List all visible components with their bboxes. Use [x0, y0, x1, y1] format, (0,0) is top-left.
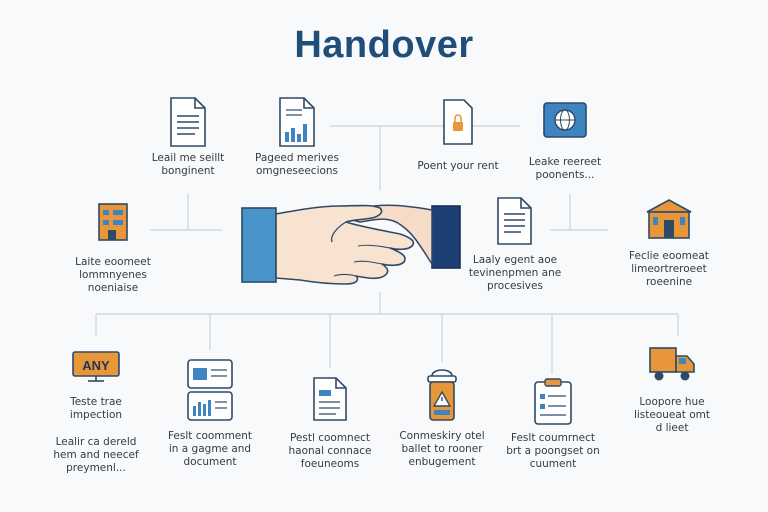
handshake-icon	[241, 204, 461, 285]
bottom-node-1-label: Lealir ca dereld hem and neecef preymenl…	[53, 436, 139, 474]
bottom-node-5: Feslt coumrnect brt a poongset on cuumen…	[488, 378, 618, 471]
globe-monitor-icon	[543, 102, 587, 138]
mobile-lock-icon	[443, 99, 473, 145]
top-node-2: Pageed merives omgneseecions	[232, 96, 362, 178]
page-title: Handover	[294, 24, 474, 66]
middle-node-3-label: Feclie eoomeat limeortreroeet roeenine	[629, 250, 709, 288]
top-node-4-label: Leake reereet poonents...	[528, 156, 602, 181]
bottom-node-1-label-top: Teste trae impection	[69, 396, 123, 421]
document-icon	[497, 197, 532, 245]
bottom-node-4-label: Conmeskiry otel ballet to rooner enbugem…	[399, 430, 485, 468]
bottom-node-6-label: Loopore hue listeoueat omt d lieet	[633, 396, 711, 434]
top-node-2-label: Pageed merives omgneseecions	[255, 152, 339, 177]
bottom-node-6: Loopore hue listeoueat omt d lieet	[607, 344, 737, 435]
bottom-node-2: Feslt coomment in a gagme and document	[145, 358, 275, 469]
bottom-node-4: Conmeskiry otel ballet to rooner enbugem…	[377, 366, 507, 469]
middle-node-1: Laite eoomeet lommnyenes noeniaise	[48, 200, 178, 295]
middle-node-2: Laaly egent aoe tevinenpmen ane procesiv…	[450, 196, 580, 293]
top-node-3-label: Poent your rent	[417, 160, 499, 172]
bank-icon	[646, 199, 692, 239]
chart-document-icon	[279, 97, 315, 147]
bottom-node-2-label: Feslt coomment in a gagme and document	[167, 430, 253, 468]
id-cards-icon	[187, 359, 233, 421]
clipboard-icon	[534, 378, 572, 425]
bottom-node-1: ANY Teste trae impection Lealir ca derel…	[31, 350, 161, 475]
bottom-node-5-label: Feslt coumrnect brt a poongset on cuumen…	[506, 432, 600, 470]
bottom-node-3: Pestl coomnect haonal connace foeuneoms	[265, 376, 395, 471]
bottom-node-3-label: Pestl coomnect haonal connace foeuneoms	[288, 432, 372, 470]
delivery-truck-icon	[649, 347, 695, 381]
warning-lantern-icon	[427, 369, 457, 421]
middle-node-1-label: Laite eoomeet lommnyenes noeniaise	[75, 256, 151, 294]
top-node-1-label: Leail me seillt bonginent	[151, 152, 225, 177]
building-icon	[98, 203, 128, 241]
document-icon	[170, 97, 206, 147]
top-node-3: Poent your rent	[393, 98, 523, 173]
middle-node-3: Feclie eoomeat limeortreroeet roeenine	[604, 196, 734, 289]
top-node-4: Leake reereet poonents...	[500, 100, 630, 182]
top-node-1: Leail me seillt bonginent	[123, 96, 253, 178]
any-monitor-icon: ANY	[72, 351, 120, 382]
any-icon-text: ANY	[82, 358, 110, 373]
middle-node-2-label: Laaly egent aoe tevinenpmen ane procesiv…	[468, 254, 562, 292]
document-icon	[313, 377, 347, 421]
